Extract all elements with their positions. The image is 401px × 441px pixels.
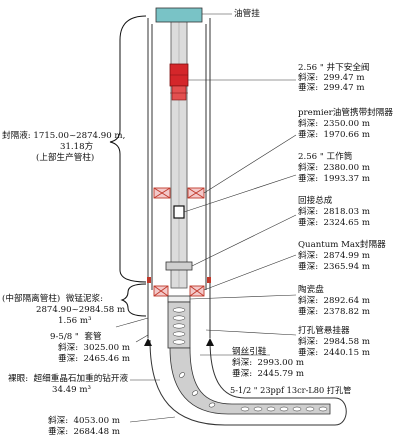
premier-packer-name: premier油管携带封隔器	[298, 108, 393, 118]
production-tubing	[170, 17, 188, 289]
casing-md: 斜深: 3025.00 m	[58, 343, 130, 353]
ceramic-disc-md: 斜深: 2892.64 m	[298, 296, 370, 306]
perf-pipe-label: 5-1/2 " 23ppf 13cr-L80 打孔管	[230, 385, 352, 395]
tieback-tvd: 垂深: 2324.65 m	[298, 218, 370, 228]
spacer-line1: (中部隔离管柱) 微锰泥浆:	[2, 294, 104, 304]
tieback-name: 回接总成	[298, 196, 333, 206]
td-tvd: 垂深: 2684.48 m	[48, 427, 120, 437]
perf-hanger-md: 斜深: 2984.58 m	[298, 337, 370, 347]
perf-hanger-tvd: 垂深: 2440.15 m	[298, 348, 370, 358]
perf-hanger-name: 打孔管悬挂器	[298, 326, 350, 336]
safety-valve-md: 斜深: 299.47 m	[298, 73, 365, 83]
openhole-line2: 34.49 m³	[52, 385, 91, 395]
casing-name: 9-5/8 " 套管	[50, 332, 102, 342]
safety-valve-tvd: 垂深: 299.47 m	[298, 83, 365, 93]
tieback-shape	[165, 261, 193, 271]
tubing-hanger-shape	[155, 7, 203, 23]
wire-guide-tvd: 垂深: 2445.79 m	[232, 369, 304, 379]
qmax-packer-tvd: 垂深: 2365.94 m	[298, 262, 370, 272]
qmax-packer-md: 斜深: 2874.99 m	[298, 251, 370, 261]
packer-fluid-bracket	[109, 15, 147, 283]
work-barrel-shape	[173, 205, 185, 219]
outer-casing	[147, 18, 211, 338]
safety-valve-name: 2.56 " 井下安全阀	[298, 63, 370, 73]
wire-guide-name: 钢丝引鞋	[232, 347, 267, 357]
openhole-curve	[149, 339, 347, 426]
wire-guide-md: 斜深: 2993.00 m	[232, 358, 304, 368]
openhole-line1: 裸眼: 超细重晶石加重的钻开液	[8, 374, 129, 384]
packer-fluid-line1: 封隔液: 1715.00~2874.90 m,	[2, 131, 126, 141]
safety-valve-shape	[169, 63, 189, 101]
perforated-pipe-vertical	[167, 301, 191, 349]
perforated-pipe-horizontal	[169, 347, 331, 415]
spacer-bracket	[120, 283, 147, 317]
packer-fluid-line3: (上部生产管柱)	[36, 153, 95, 163]
work-barrel-md: 斜深: 2380.00 m	[298, 163, 370, 173]
work-barrel-tvd: 垂深: 1993.37 m	[298, 174, 370, 184]
premier-packer-shape	[153, 187, 205, 199]
premier-packer-md: 斜深: 2350.00 m	[298, 119, 370, 129]
packer-fluid-line2: 31.18方	[60, 142, 94, 152]
qmax-packer-name: Quantum Max封隔器	[298, 240, 386, 250]
casing-tvd: 垂深: 2465.46 m	[58, 354, 130, 364]
qmax-packer-shape	[153, 285, 205, 297]
ceramic-disc-tvd: 垂深: 2378.82 m	[298, 307, 370, 317]
ceramic-disc-shape	[167, 295, 191, 303]
ceramic-disc-name: 陶瓷盘	[298, 285, 324, 295]
tieback-md: 斜深: 2818.03 m	[298, 207, 370, 217]
premier-packer-tvd: 垂深: 1970.66 m	[298, 130, 370, 140]
spacer-line2: 2874.90~2984.58 m	[36, 305, 126, 315]
work-barrel-name: 2.56 " 工作筒	[298, 152, 353, 162]
spacer-line3: 1.56 m³	[58, 316, 92, 326]
td-md: 斜深: 4053.00 m	[48, 416, 120, 426]
tubing-hanger-label: 油管挂	[234, 9, 260, 19]
